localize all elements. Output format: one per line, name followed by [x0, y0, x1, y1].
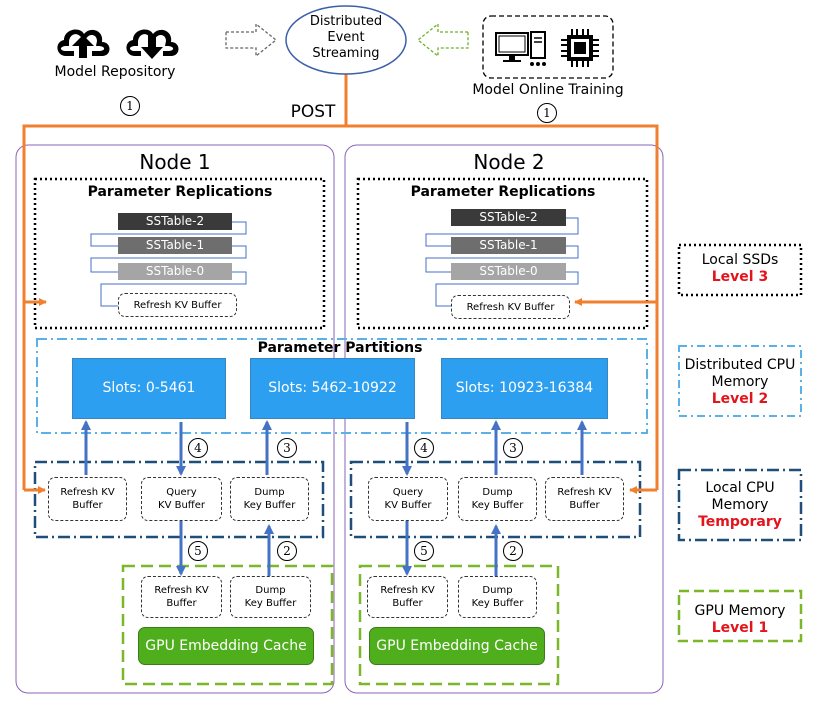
node1-cpu-query-kv-buffer: Query KV Buffer: [141, 477, 222, 521]
buffer-line: Key Buffer: [243, 500, 296, 511]
buffer-line: KV Buffer: [158, 500, 205, 511]
sstable-1: SSTable-1: [451, 237, 566, 254]
event-streaming-ellipse: [285, 5, 407, 75]
buffer-line: Refresh KV: [154, 585, 209, 596]
sstable-2: SSTable-2: [118, 213, 232, 230]
node1-replications-title: Parameter Replications: [87, 184, 273, 200]
buffer-line: Dump: [482, 585, 513, 596]
node2-ssd-box: [356, 177, 649, 330]
model-online-training-label: Model Online Training: [472, 82, 624, 98]
event-streaming-label: Distributed Event Streaming: [296, 14, 396, 62]
sstable-0: SSTable-0: [451, 263, 566, 280]
buffer-line: Buffer: [569, 500, 600, 511]
slot-partition-2: Slots: 10923-16384: [441, 358, 608, 419]
step-3-marker: 3: [503, 438, 523, 458]
node1-gpu-box: [121, 564, 334, 686]
legend-label: Local CPU: [705, 480, 775, 496]
slot-partition-0: Slots: 0-5461: [72, 358, 226, 419]
node2-gpu-embedding-cache: GPU Embedding Cache: [369, 627, 545, 665]
slot-partition-1: Slots: 5462-10922: [250, 358, 415, 419]
sstable-0: SSTable-0: [118, 263, 232, 280]
node2-ssd-refresh-kv-buffer: Refresh KV Buffer: [451, 295, 570, 319]
buffer-line: Key Buffer: [471, 500, 524, 511]
node1-gpu-embedding-cache: GPU Embedding Cache: [138, 627, 314, 665]
buffer-line: Query: [166, 487, 197, 498]
sstable-1: SSTable-1: [118, 237, 232, 254]
step-2-marker: 2: [277, 541, 297, 561]
partitions-box: [36, 338, 648, 434]
step-3-marker: 3: [277, 438, 297, 458]
sstable-2: SSTable-2: [451, 209, 566, 226]
node1-title: Node 1: [139, 150, 211, 174]
legend-label: Distributed CPU: [684, 357, 796, 373]
legend-frames: [677, 243, 803, 643]
buffer-line: Dump: [255, 585, 286, 596]
left-hollow-arrow: [225, 22, 278, 58]
node1-ssd-refresh-kv-buffer: Refresh KV Buffer: [118, 293, 237, 317]
buffer-line: Buffer: [166, 598, 197, 609]
partitions-title: Parameter Partitions: [257, 340, 423, 356]
event-streaming-line: Streaming: [312, 46, 380, 61]
node2-replications-title: Parameter Replications: [410, 184, 596, 200]
step-5-marker: 5: [188, 541, 208, 561]
buffer-line: Refresh KV: [557, 487, 612, 498]
node2-gpu-refresh-kv-buffer: Refresh KV Buffer: [367, 576, 448, 618]
step-1-marker: 1: [120, 96, 140, 116]
legend-label: Local SSDs: [701, 252, 779, 268]
step-1-marker: 1: [537, 103, 557, 123]
post-label: POST: [290, 102, 336, 122]
legend-label: GPU Memory: [694, 603, 786, 619]
node1-container: [15, 144, 335, 694]
buffer-line: Refresh KV: [60, 487, 115, 498]
node1-gpu-refresh-kv-buffer: Refresh KV Buffer: [141, 576, 222, 618]
node2-cpu-query-kv-buffer: Query KV Buffer: [368, 477, 448, 521]
monitor-icon: [495, 32, 529, 62]
right-hollow-arrow: [416, 22, 469, 58]
legend-distributed-cpu-memory: Distributed CPU Memory Level 2: [679, 357, 801, 408]
step-2-marker: 2: [503, 541, 523, 561]
event-streaming-line: Event: [327, 30, 365, 45]
step-4-marker: 4: [188, 438, 208, 458]
node1-ssd-box: [33, 177, 326, 330]
node2-title: Node 2: [473, 150, 545, 174]
node1-cpu-box: [33, 460, 325, 539]
buffer-line: Refresh KV: [380, 585, 435, 596]
step-5-marker: 5: [414, 541, 434, 561]
node1-cpu-refresh-kv-buffer: Refresh KV Buffer: [48, 477, 127, 521]
buffer-line: Key Buffer: [471, 598, 524, 609]
online-training-box: [482, 15, 614, 79]
legend-level: Level 1: [711, 620, 769, 636]
legend-level: Level 3: [711, 269, 769, 285]
legend-local-ssds: Local SSDs Level 3: [679, 252, 801, 286]
computer-tower-icon: [530, 31, 546, 66]
legend-local-cpu-memory: Local CPU Memory Temporary: [679, 480, 801, 531]
node2-gpu-box: [358, 564, 560, 686]
model-repository-label: Model Repository: [54, 64, 176, 80]
legend-level: Level 2: [711, 391, 769, 407]
legend-label: Memory: [711, 497, 769, 513]
event-streaming-line: Distributed: [309, 14, 383, 29]
buffer-line: Dump: [482, 487, 513, 498]
legend-level: Temporary: [698, 514, 782, 530]
buffer-line: Key Buffer: [244, 598, 297, 609]
buffer-line: Buffer: [72, 500, 103, 511]
buffer-line: Query: [392, 487, 424, 498]
buffer-line: Buffer: [392, 598, 423, 609]
cloud-download-icon: [126, 29, 179, 59]
step-4-marker: 4: [414, 438, 434, 458]
legend-gpu-memory: GPU Memory Level 1: [679, 603, 801, 637]
buffer-line: KV Buffer: [384, 500, 432, 511]
legend-label: Memory: [711, 374, 769, 390]
chip-icon: [561, 29, 599, 67]
cloud-upload-icon: [57, 29, 110, 58]
node2-cpu-refresh-kv-buffer: Refresh KV Buffer: [545, 477, 624, 521]
buffer-line: Dump: [254, 487, 285, 498]
node2-container: [344, 144, 664, 694]
